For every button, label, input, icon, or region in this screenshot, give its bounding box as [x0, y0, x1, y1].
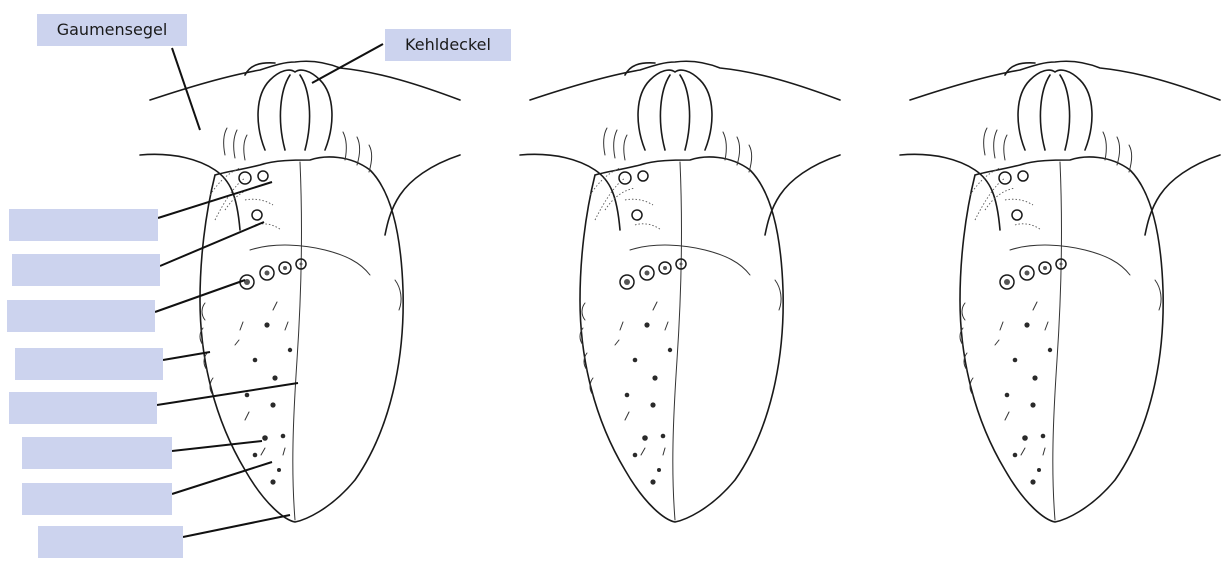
leader-8: [183, 515, 290, 537]
leader-5: [157, 383, 298, 405]
label-soft-palate: Gaumensegel: [37, 14, 187, 46]
tongue-drawing-1: [140, 61, 460, 522]
blank-label-7[interactable]: [22, 483, 172, 515]
leader-lines: [155, 44, 383, 537]
blank-label-4[interactable]: [15, 348, 163, 380]
blank-label-1[interactable]: [9, 209, 158, 241]
blank-label-6[interactable]: [22, 437, 172, 469]
blank-label-3[interactable]: [7, 300, 155, 332]
blank-label-8[interactable]: [38, 526, 183, 558]
blank-label-5[interactable]: [9, 392, 157, 424]
label-epiglottis: Kehldeckel: [385, 29, 511, 61]
leader-1: [158, 182, 272, 218]
leader-6: [172, 441, 262, 451]
leader-2: [160, 222, 264, 266]
leader-4: [163, 352, 210, 360]
tongue-drawing-2: [520, 61, 840, 522]
leader-soft-palate: [172, 48, 200, 130]
tongue-drawing-3: [900, 61, 1220, 522]
blank-label-2[interactable]: [12, 254, 160, 286]
